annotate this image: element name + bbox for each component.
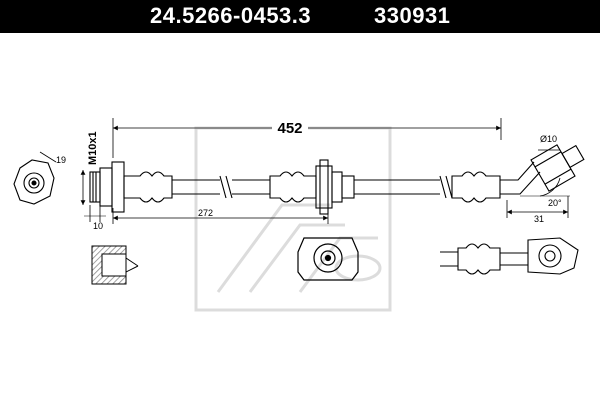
- brake-hose: [89, 144, 585, 215]
- part-number: 24.5266-0453.3: [150, 3, 312, 28]
- dimension-inner-length: 272: [112, 208, 329, 224]
- thread-label: M10x1: [87, 131, 99, 165]
- end-length-label: 31: [534, 214, 544, 224]
- total-length-label: 452: [277, 120, 302, 137]
- dimension-thread: M10x1: [80, 131, 99, 205]
- hex-size-label: 19: [56, 155, 66, 165]
- dimension-fitting-length: 10: [84, 205, 106, 231]
- fitting-length-label: 10: [93, 221, 103, 231]
- dimension-total-length: 452: [112, 118, 502, 158]
- dimension-end-length: 31: [506, 196, 569, 224]
- hex-end-view: 19: [13, 151, 66, 205]
- bend-angle-label: 20°: [548, 198, 562, 208]
- title-bar: 24.5266-0453.3 330931: [0, 0, 600, 33]
- ate-watermark-logo: [194, 126, 392, 312]
- banjo-side-view: [440, 237, 579, 275]
- inner-length-label: 272: [198, 208, 213, 218]
- bracket-end-view: [297, 237, 359, 281]
- thread-section-view: [91, 245, 139, 285]
- technical-drawing: 452 M10x1: [13, 118, 585, 312]
- reference-number: 330931: [374, 3, 451, 28]
- dimension-bend-angle: 20°: [520, 177, 570, 208]
- eye-diameter-label: Ø10: [540, 134, 557, 144]
- dimension-eye-diameter: Ø10: [538, 134, 560, 151]
